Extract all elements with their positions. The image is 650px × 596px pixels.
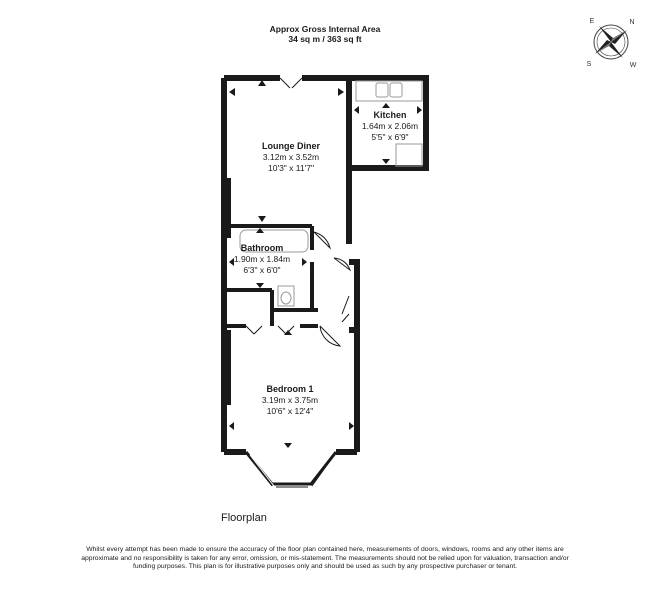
left-wall-thick: [222, 178, 231, 238]
compass-s: S: [587, 61, 592, 68]
bathroom-fixtures: [239, 229, 309, 307]
compass-w: W: [630, 62, 637, 69]
kitchen-fixtures: [355, 80, 423, 167]
area-title: Approx Gross Internal Area: [269, 24, 381, 34]
left-wall-thick-lower: [222, 330, 231, 405]
floorplan-label: Floorplan: [221, 512, 267, 524]
lounge-metric: 3.12m x 3.52m: [263, 152, 319, 162]
bathroom-metric: 1.90m x 1.84m: [234, 254, 290, 264]
kitchen-metric: 1.64m x 2.06m: [362, 121, 418, 131]
bathroom-imperial: 6'3" x 6'0": [243, 265, 280, 275]
bedroom-metric: 3.19m x 3.75m: [262, 395, 318, 405]
lounge-imperial: 10'3" x 11'7": [268, 163, 314, 173]
dimension-markers: [229, 80, 422, 448]
doors: [245, 77, 352, 347]
kitchen-name: Kitchen: [373, 110, 406, 120]
compass-icon: N S E W: [587, 18, 637, 69]
internal-walls: [224, 224, 318, 328]
kitchen-imperial: 5'5" x 6'9": [371, 132, 408, 142]
bathroom-name: Bathroom: [241, 243, 284, 253]
bedroom-name: Bedroom 1: [266, 384, 313, 394]
lounge-name: Lounge Diner: [262, 141, 320, 151]
disclaimer-text: Whilst every attempt has been made to en…: [81, 546, 569, 571]
bay-window-glazing: [249, 457, 333, 488]
compass-n: N: [629, 19, 634, 26]
area-value: 34 sq m / 363 sq ft: [288, 34, 362, 44]
bay-window: [244, 451, 338, 487]
bedroom-imperial: 10'6" x 12'4": [267, 406, 314, 416]
compass-e: E: [590, 18, 595, 25]
outer-walls: [221, 75, 429, 455]
